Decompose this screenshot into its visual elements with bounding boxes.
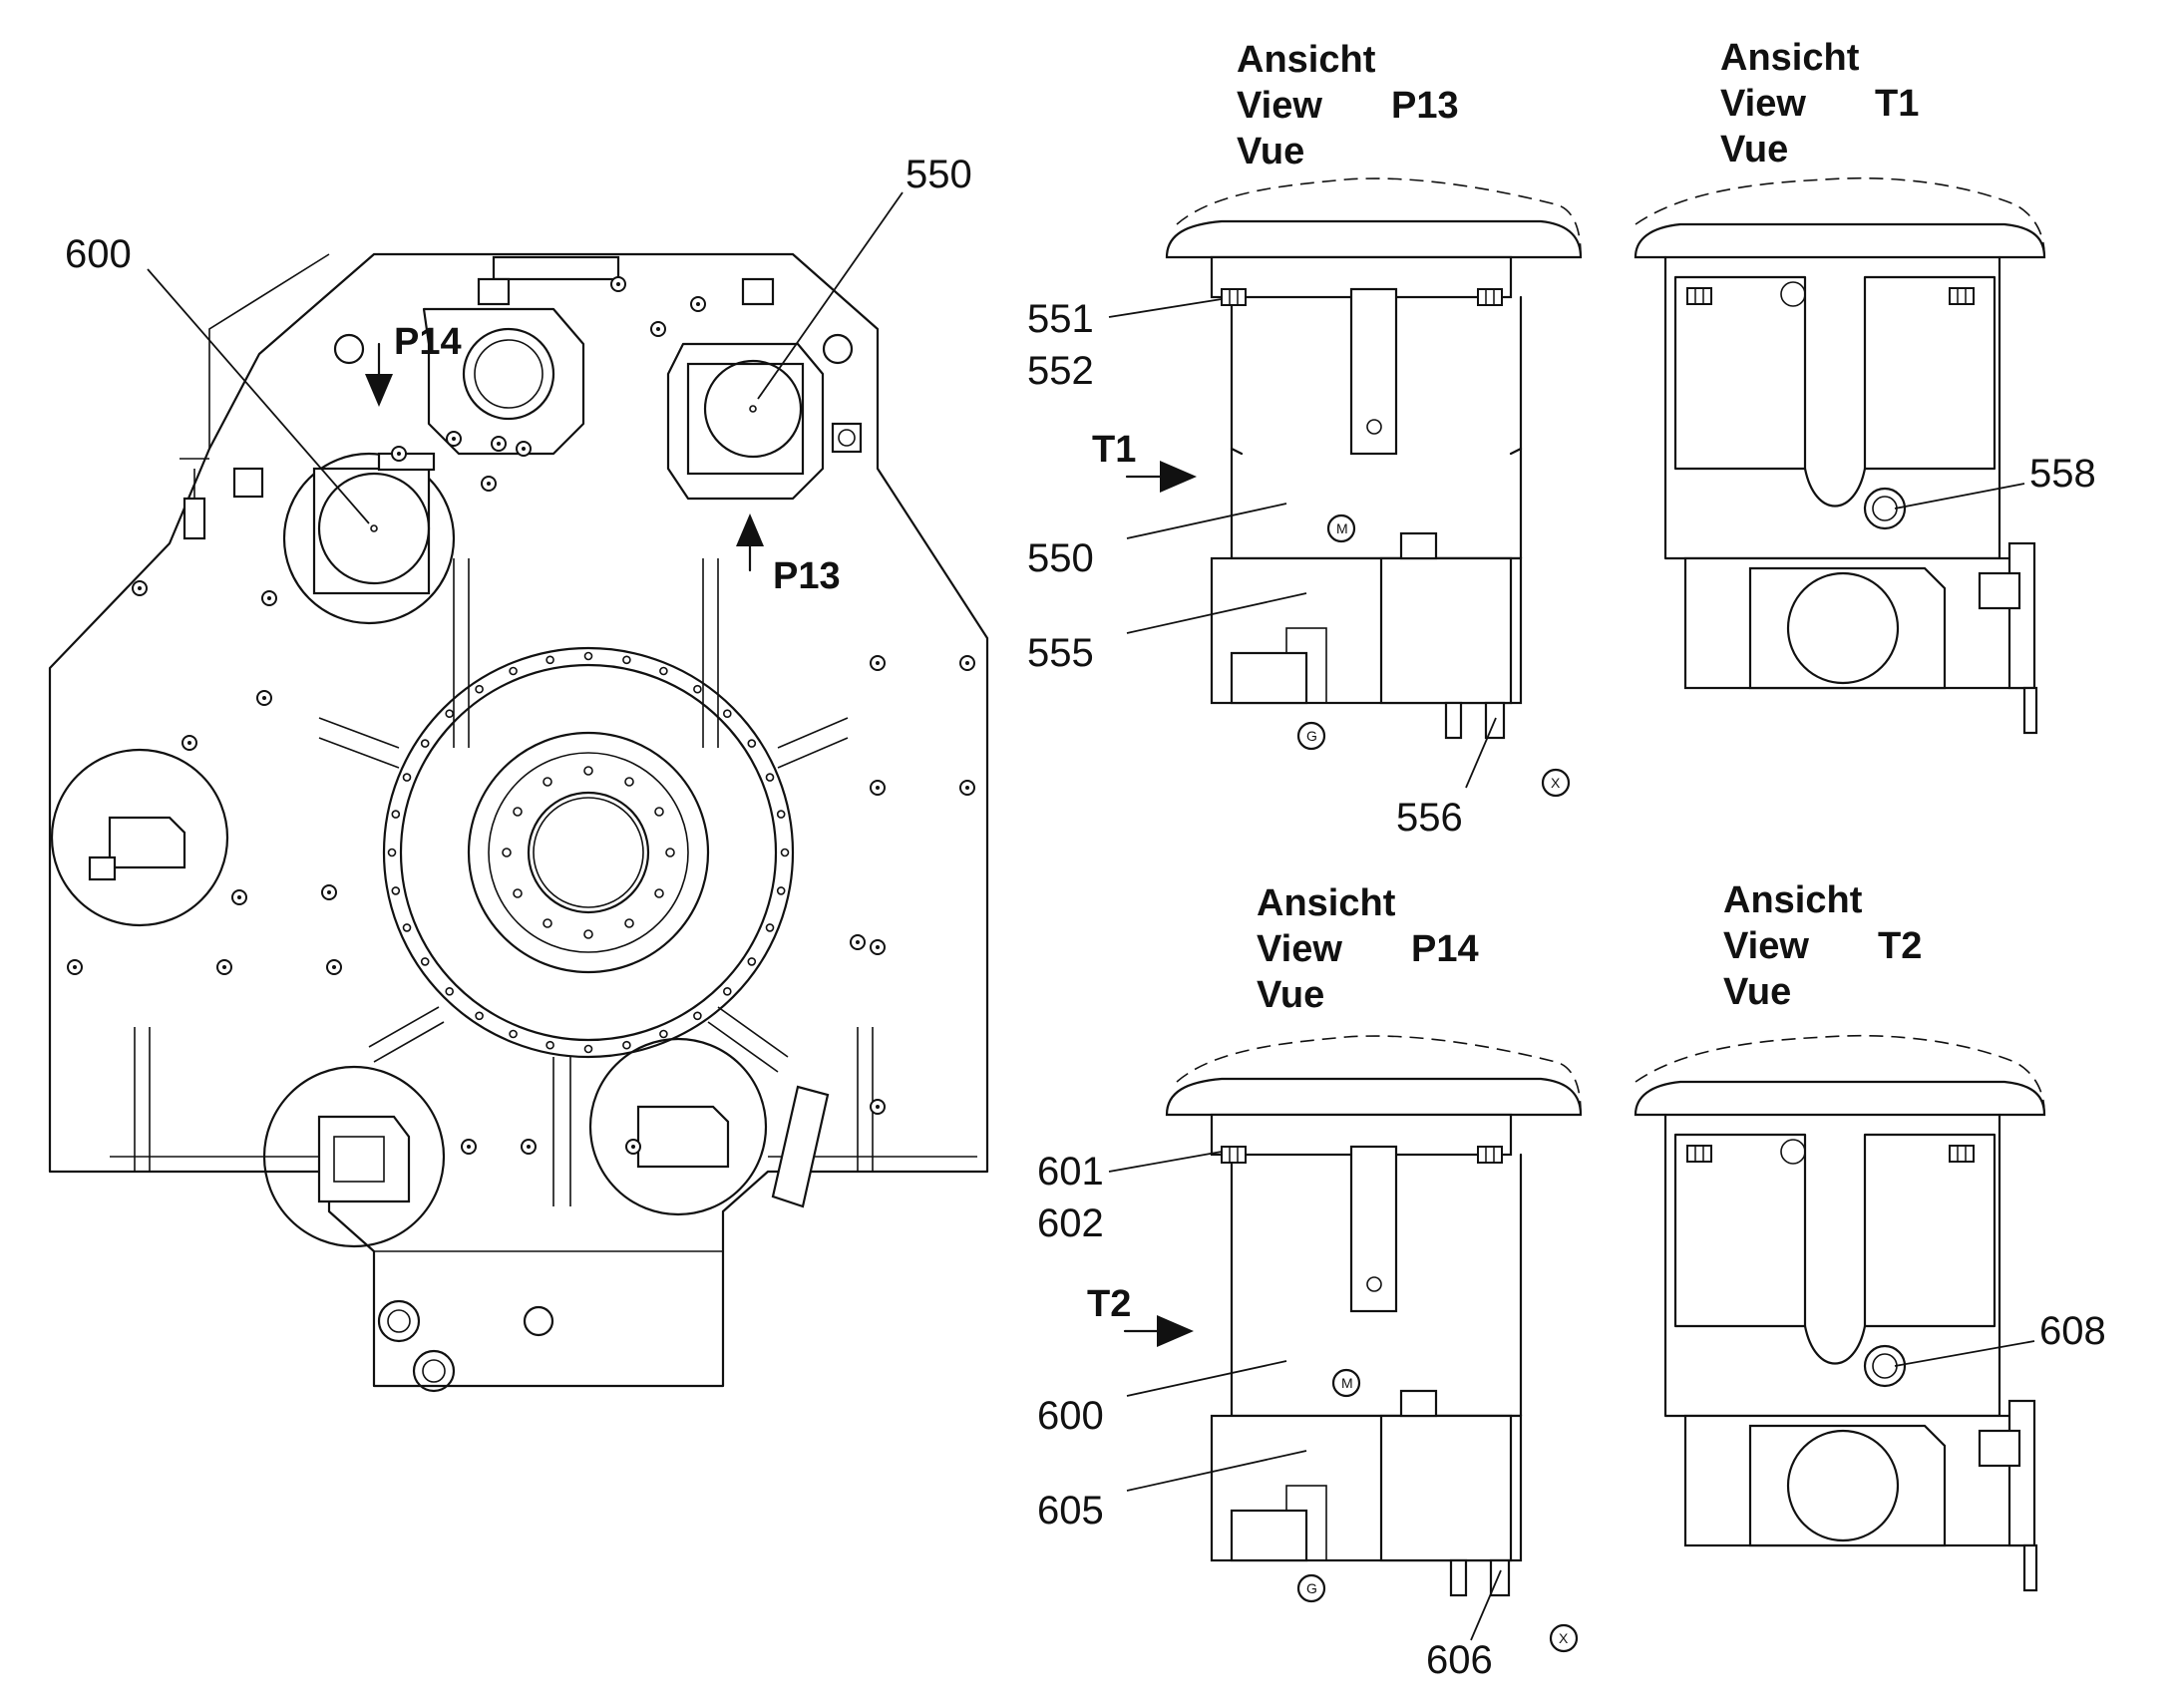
- view-title-p13-id: P13: [1391, 85, 1459, 127]
- view-title-t1-line3: Vue: [1720, 129, 1788, 171]
- callout-552: 552: [1027, 349, 1094, 393]
- callout-556: 556: [1396, 796, 1463, 840]
- view-title-p14-id: P14: [1411, 928, 1479, 970]
- gearbox-front-view: [48, 252, 989, 1393]
- view-t1-drawing: Ansicht View T1 Vue: [1634, 37, 2046, 735]
- callout-551: 551: [1027, 297, 1094, 341]
- callout-600-low: 600: [1037, 1394, 1104, 1438]
- view-title-t1-line1: Ansicht: [1720, 37, 1860, 79]
- callout-558: 558: [2029, 452, 2096, 496]
- callout-600-left: 600: [65, 232, 132, 276]
- view-p14-drawing: Ansicht View P14 Vue M G X: [1165, 882, 1583, 1653]
- view-title-t2-line2: View: [1723, 925, 1809, 967]
- view-title-p14-line3: Vue: [1257, 974, 1324, 1016]
- port-label-x-p14: X: [1559, 1630, 1569, 1646]
- callout-608: 608: [2039, 1309, 2106, 1353]
- view-marker-t2-label: T2: [1087, 1283, 1131, 1325]
- callout-555: 555: [1027, 631, 1094, 675]
- view-title-t2-line3: Vue: [1723, 971, 1791, 1013]
- port-label-g-p14: G: [1306, 1580, 1317, 1596]
- view-marker-t2: T2: [1087, 1283, 1194, 1347]
- view-title-t2-id: T2: [1878, 925, 1922, 967]
- view-t2-drawing: Ansicht View T2 Vue: [1634, 879, 2046, 1592]
- callout-602: 602: [1037, 1201, 1104, 1245]
- view-marker-p13: P13: [736, 513, 841, 597]
- port-label-m-p14: M: [1341, 1375, 1353, 1391]
- view-title-t2-line1: Ansicht: [1723, 879, 1863, 921]
- view-title-p13-line2: View: [1237, 85, 1322, 127]
- view-marker-p13-label: P13: [773, 555, 841, 597]
- callout-605: 605: [1037, 1489, 1104, 1533]
- view-title-t1-id: T1: [1875, 83, 1919, 125]
- callout-550-mid: 550: [1027, 536, 1094, 580]
- view-title-t1-line2: View: [1720, 83, 1806, 125]
- view-marker-p14: P14: [365, 321, 462, 407]
- callout-601: 601: [1037, 1150, 1104, 1194]
- port-label-g-p13: G: [1306, 728, 1317, 744]
- callout-550-top: 550: [906, 153, 972, 196]
- view-marker-p14-label: P14: [394, 321, 462, 363]
- view-marker-t1-label: T1: [1092, 429, 1136, 471]
- view-title-p13-line1: Ansicht: [1237, 39, 1376, 81]
- callout-606: 606: [1426, 1638, 1493, 1682]
- view-title-p14-line1: Ansicht: [1257, 882, 1396, 924]
- view-title-p14-line2: View: [1257, 928, 1342, 970]
- view-p13-drawing: Ansicht View P13 Vue M G X: [1165, 39, 1583, 798]
- port-label-m-p13: M: [1336, 520, 1348, 536]
- port-label-x-p13: X: [1551, 775, 1561, 791]
- view-marker-t1: T1: [1092, 429, 1197, 493]
- view-title-p13-line3: Vue: [1237, 131, 1304, 172]
